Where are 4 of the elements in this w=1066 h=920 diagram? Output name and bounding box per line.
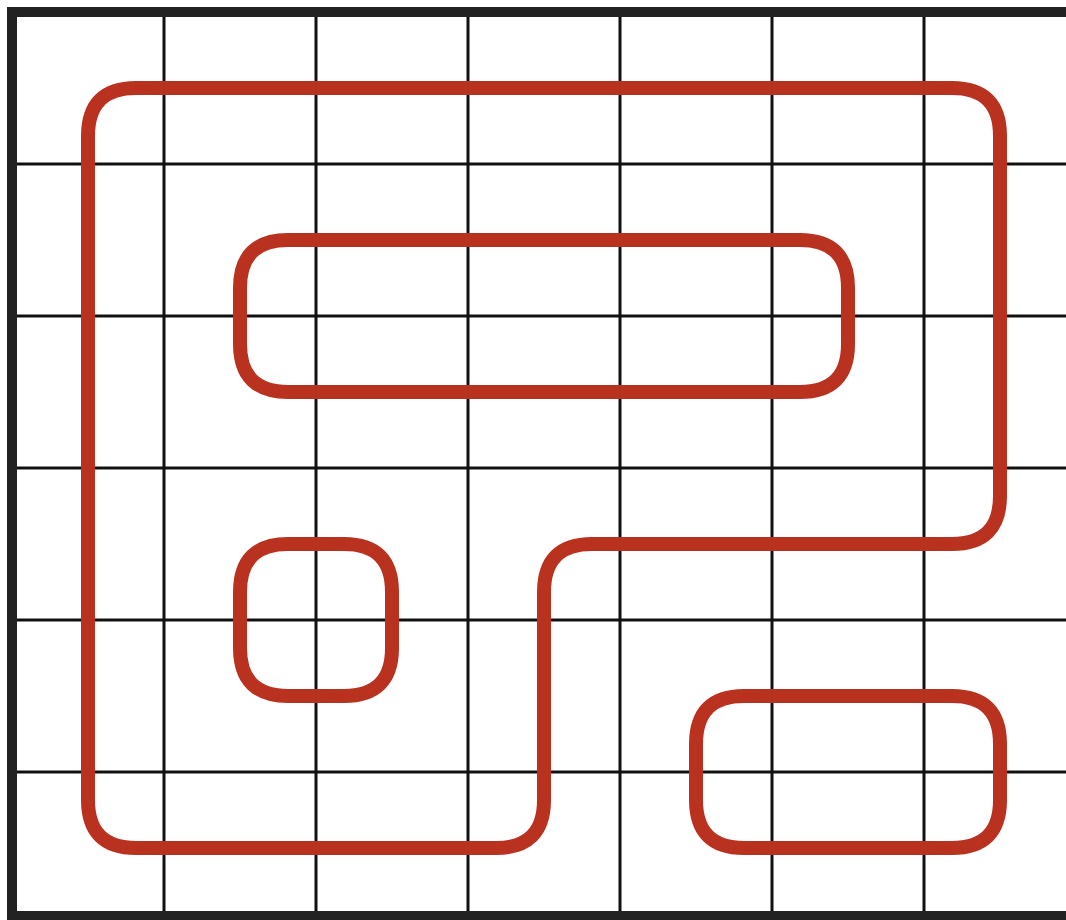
loop-outline [689,689,1007,855]
loop-outline [233,233,855,399]
loop-outline [81,81,1007,855]
loop-outline [233,537,399,703]
